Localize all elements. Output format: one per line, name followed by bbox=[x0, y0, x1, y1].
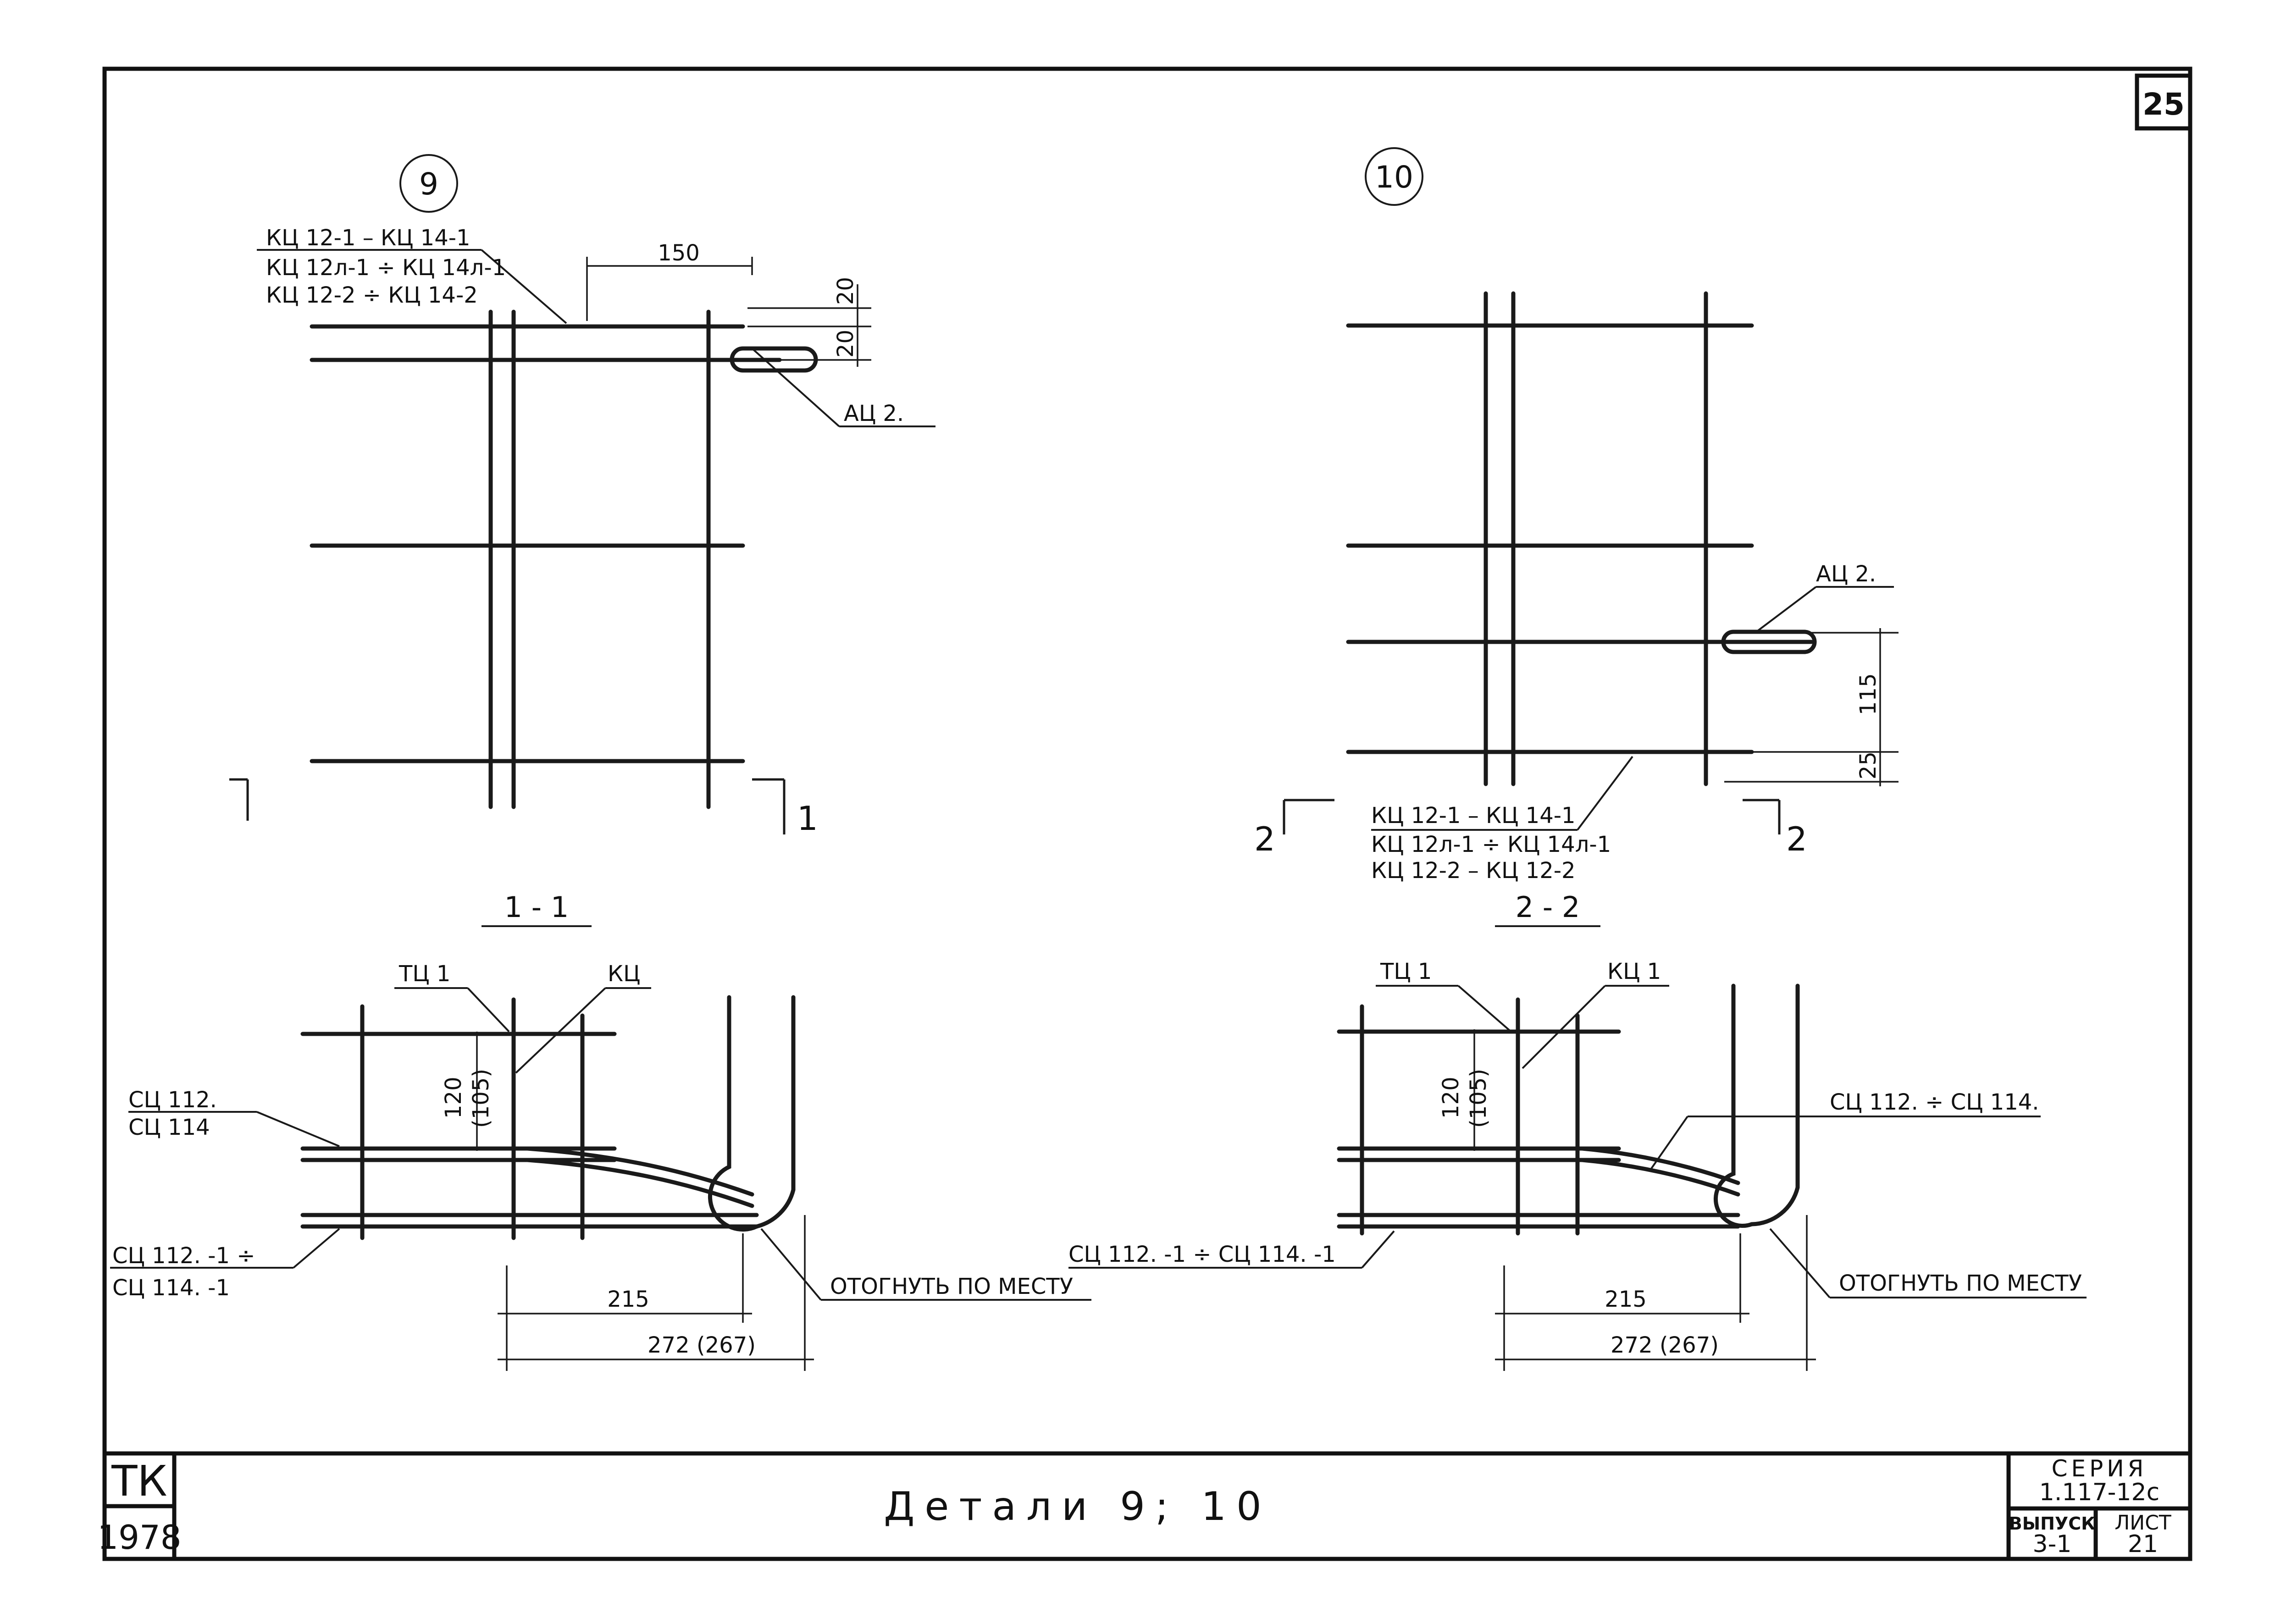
year: 1978 bbox=[97, 1518, 181, 1557]
section-2-sc-bottom: СЦ 112. -1 ÷ СЦ 114. -1 bbox=[1068, 1242, 1336, 1267]
section-1-dim-105: (105) bbox=[468, 1069, 494, 1128]
section-1-1: ТЦ 1 КЦ СЦ 112. СЦ 114 СЦ 112. -1 ÷ СЦ 1… bbox=[110, 961, 1091, 1371]
section-2-dim-272: 272 (267) bbox=[1611, 1332, 1719, 1358]
series-label: СЕРИЯ bbox=[2052, 1455, 2148, 1482]
detail-9-dim-20-bottom: 20 bbox=[833, 330, 858, 358]
section-2-sc-top: СЦ 112. ÷ СЦ 114. bbox=[1830, 1089, 2039, 1115]
section-1-dim-272: 272 (267) bbox=[648, 1332, 756, 1358]
detail-9-callout-line-2: КЦ 12л-1 ÷ КЦ 14л-1 bbox=[266, 255, 506, 281]
section-2-tc-label: ТЦ 1 bbox=[1380, 959, 1432, 984]
section-1-kc-label: КЦ bbox=[608, 961, 640, 987]
issue-label: ВЫПУСК bbox=[2009, 1514, 2095, 1534]
detail-9-cut-mark: 1 bbox=[797, 799, 818, 838]
issue-value: 3-1 bbox=[2033, 1530, 2072, 1558]
sheet-value: 21 bbox=[2128, 1530, 2158, 1558]
sheet-label: ЛИСТ bbox=[2114, 1511, 2171, 1535]
section-2-dim-120: 120 bbox=[1438, 1077, 1464, 1119]
section-1-dim-120: 120 bbox=[441, 1077, 466, 1119]
sheet-title: Детали 9; 10 bbox=[884, 1484, 1272, 1530]
section-1-tc-label: ТЦ 1 bbox=[399, 961, 450, 987]
section-1-sc-top-line-2: СЦ 114 bbox=[128, 1115, 210, 1140]
section-1-sc-bottom-line-2: СЦ 114. -1 bbox=[112, 1275, 230, 1301]
section-2-2: ТЦ 1 КЦ 1 СЦ 112. ÷ СЦ 114. СЦ 112. -1 ÷… bbox=[1068, 959, 2087, 1371]
section-2-dim-105: (105) bbox=[1466, 1069, 1491, 1128]
detail-10: 10 АЦ 2. 115 25 КЦ 12-1 – КЦ 14-1 КЦ 12л… bbox=[1254, 147, 1899, 927]
org-code: ТК bbox=[111, 1457, 167, 1506]
detail-9-dim-20-top: 20 bbox=[833, 277, 858, 305]
section-1-sc-bottom-line-1: СЦ 112. -1 ÷ bbox=[112, 1243, 255, 1269]
detail-10-number: 10 bbox=[1375, 160, 1413, 195]
page-number: 25 bbox=[2142, 87, 2185, 122]
section-2-title: 2 - 2 bbox=[1516, 890, 1580, 924]
detail-10-callout-line-1: КЦ 12-1 – КЦ 14-1 bbox=[1371, 803, 1576, 829]
section-1-bend-note: ОТОГНУТЬ ПО МЕСТУ bbox=[830, 1274, 1073, 1299]
detail-9-anchor-label: АЦ 2. bbox=[844, 401, 904, 426]
sheet-frame bbox=[102, 66, 2192, 1561]
detail-10-anchor-label: АЦ 2. bbox=[1816, 561, 1876, 587]
section-2-dim-215: 215 bbox=[1605, 1287, 1647, 1312]
section-1-sc-top-line-1: СЦ 112. bbox=[128, 1087, 217, 1113]
detail-9-callout-line-3: КЦ 12-2 ÷ КЦ 14-2 bbox=[266, 282, 478, 308]
detail-10-dim-25: 25 bbox=[1855, 751, 1881, 779]
detail-9-callout-line-1: КЦ 12-1 – КЦ 14-1 bbox=[266, 225, 470, 251]
series-value: 1.117-12с bbox=[2039, 1479, 2159, 1506]
section-1-title: 1 - 1 bbox=[504, 890, 569, 924]
detail-9-marker bbox=[399, 154, 458, 213]
section-2-bend-note: ОТОГНУТЬ ПО МЕСТУ bbox=[1839, 1270, 2082, 1296]
detail-10-callout-line-3: КЦ 12-2 – КЦ 12-2 bbox=[1371, 858, 1576, 884]
detail-9-dim-150: 150 bbox=[658, 240, 700, 266]
section-2-kc-label: КЦ 1 bbox=[1607, 959, 1661, 984]
detail-10-cut-mark-right: 2 bbox=[1786, 820, 1807, 858]
detail-10-dim-115: 115 bbox=[1855, 673, 1881, 715]
detail-10-marker bbox=[1365, 147, 1423, 206]
detail-10-cut-mark-left: 2 bbox=[1254, 820, 1275, 858]
detail-9-number: 9 bbox=[419, 166, 438, 202]
section-1-dim-215: 215 bbox=[607, 1287, 649, 1312]
detail-10-callout-line-2: КЦ 12л-1 ÷ КЦ 14л-1 bbox=[1371, 832, 1611, 857]
detail-9: 9 КЦ 12-1 – КЦ 14-1 КЦ 12л-1 ÷ КЦ 14л-1 … bbox=[229, 154, 935, 927]
